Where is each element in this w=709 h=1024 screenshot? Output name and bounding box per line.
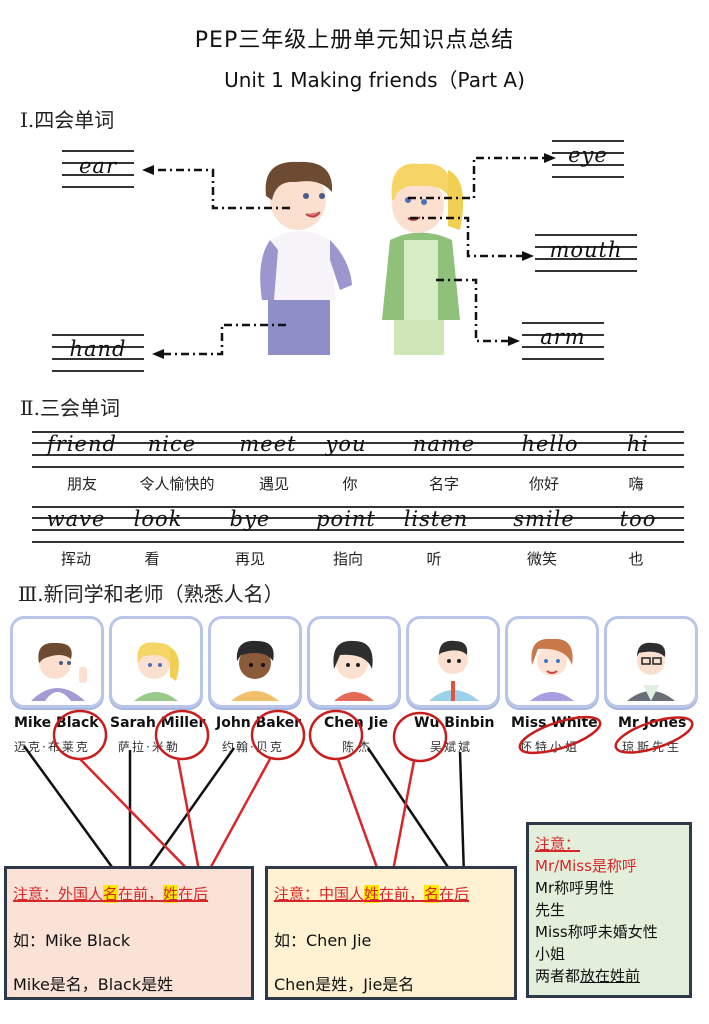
person-card-mike: [10, 616, 104, 708]
chenjie-avatar: [333, 640, 374, 701]
note-chinese-title: 注意：中国人姓在前，名在后: [274, 885, 470, 903]
vocab-word: hi: [626, 432, 650, 456]
note-box-titles: 注意： Mr/Miss是称呼 Mr称呼男性 先生 Miss称呼未婚女性 小姐 两…: [526, 822, 692, 998]
vocab-word: point: [316, 507, 376, 531]
vocab-row2-lines: [32, 505, 684, 545]
vocab-meaning: 令人愉快的: [139, 475, 215, 493]
person-card-mrjones: [604, 616, 698, 708]
vocab-meaning: 再见: [234, 550, 265, 568]
section2-heading: Ⅱ.三会单词: [20, 396, 120, 420]
person-name-cn: 怀特小姐: [520, 740, 581, 754]
vocab-meaning: 朋友: [66, 475, 97, 493]
girl-figure: [382, 163, 464, 355]
word-mouth: mouth: [549, 238, 623, 262]
person-name: Sarah Miller: [110, 715, 206, 731]
word-lines-hand: hand: [52, 332, 144, 372]
note-titles-line1: Mr/Miss是称呼: [535, 857, 637, 875]
person-name-cn: 陈杰: [342, 740, 375, 754]
vocab-meaning: 看: [144, 550, 160, 568]
word-hand: hand: [69, 337, 127, 361]
characters-illustration: [142, 153, 556, 359]
vocab-word: bye: [229, 507, 271, 531]
vocab-word: you: [325, 432, 367, 456]
person-card-john: [208, 616, 302, 708]
vocab-word: too: [619, 507, 657, 531]
note-foreign-explain: Mike是名，Black是姓: [13, 975, 174, 994]
section3-heading: Ⅲ.新同学和老师（熟悉人名）: [18, 582, 284, 606]
vocab-row1-lines: [32, 430, 684, 470]
person-name-cn: 约翰·贝克: [222, 740, 284, 754]
misswhite-avatar: [530, 638, 574, 701]
person-name: Wu Binbin: [414, 715, 495, 731]
word-arm: arm: [540, 325, 586, 349]
vocab-word: name: [412, 432, 476, 456]
vocab-meaning: 微笑: [526, 550, 557, 568]
vocab-meaning: 挥动: [60, 550, 91, 568]
sarah-avatar: [134, 642, 179, 701]
note-titles-line3: 先生: [535, 901, 566, 919]
note-titles-line2: Mr称呼男性: [535, 879, 615, 897]
word-lines-arm: arm: [522, 320, 604, 360]
person-name-cn: 琼斯先生: [622, 740, 683, 754]
vocab-meaning: 嗨: [628, 475, 644, 493]
vocab-word: smile: [513, 507, 575, 531]
note-chinese-example: 如：Chen Jie: [274, 931, 372, 950]
wubinbin-avatar: [429, 640, 479, 701]
note-titles-heading: 注意：: [535, 835, 581, 853]
boy-figure: [260, 161, 352, 355]
mrjones-avatar: [627, 642, 675, 701]
vocab-meaning: 听: [426, 550, 442, 568]
vocab-meaning: 也: [628, 550, 644, 568]
note-chinese-explain: Chen是姓，Jie是名: [274, 975, 415, 994]
note-titles-line4: Miss称呼未婚女性: [535, 923, 658, 941]
vocab-meaning: 遇见: [258, 475, 289, 493]
vocab-word: look: [133, 507, 183, 531]
vocab-word: listen: [403, 507, 469, 531]
note-foreign-example: 如：Mike Black: [13, 931, 131, 950]
person-name: John Baker: [216, 715, 302, 731]
person-card-chenjie: [307, 616, 401, 708]
word-lines-ear: ear: [62, 148, 134, 188]
vocab-word: meet: [239, 432, 297, 456]
person-card-sarah: [109, 616, 203, 708]
note-box-foreign-names: 注意：外国人名在前，姓在后 如：Mike Black Mike是名，Black是…: [4, 866, 254, 1000]
vocab-word: hello: [521, 432, 579, 456]
word-ear: ear: [79, 154, 117, 178]
note-titles-line5: 小姐: [535, 945, 566, 963]
vocab-meaning: 你: [342, 475, 358, 493]
john-avatar: [231, 640, 279, 701]
mike-avatar: [31, 642, 87, 701]
word-eye: eye: [568, 143, 608, 167]
vocab-word: nice: [147, 432, 197, 456]
person-name: Chen Jie: [324, 715, 389, 731]
vocab-word: wave: [46, 507, 106, 531]
note-titles-line6: 两者都放在姓前: [535, 967, 641, 985]
vocab-meaning: 名字: [428, 475, 459, 493]
page-subtitle: Unit 1 Making friends（Part A): [224, 68, 525, 92]
section1-heading: Ⅰ.四会单词: [20, 108, 115, 132]
vocab-word: friend: [47, 432, 117, 456]
person-name-cn: 迈克·布莱克: [14, 740, 90, 754]
page-title: PEP三年级上册单元知识点总结: [194, 28, 515, 53]
word-lines-mouth: mouth: [535, 232, 637, 272]
vocab-meaning: 指向: [332, 550, 363, 568]
word-lines-eye: eye: [552, 138, 624, 178]
note-box-chinese-names: 注意：中国人姓在前，名在后 如：Chen Jie Chen是姓，Jie是名: [265, 866, 517, 1000]
vocab-meaning: 你好: [528, 475, 559, 493]
person-card-misswhite: [505, 616, 599, 708]
person-card-wubinbin: [406, 616, 500, 708]
note-foreign-title: 注意：外国人名在前，姓在后: [13, 885, 209, 903]
